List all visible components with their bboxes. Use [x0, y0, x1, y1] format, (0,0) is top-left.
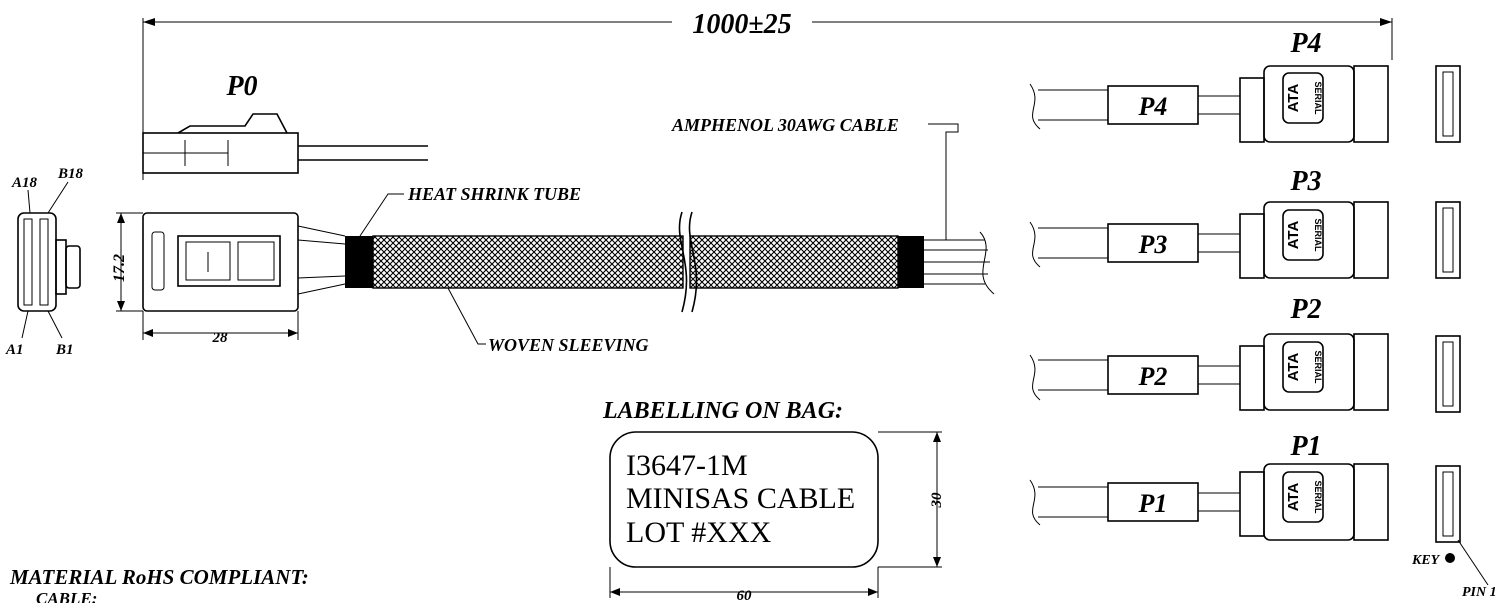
- cable-note: CABLE:: [36, 589, 97, 603]
- p1-top-label: P1: [1289, 431, 1321, 462]
- key-label: KEY: [1411, 553, 1441, 568]
- p0-label: P0: [225, 71, 257, 102]
- woven-sleeving-callout: WOVEN SLEEVING: [488, 335, 649, 355]
- p2-logo-serial: SERIAL: [1313, 350, 1323, 384]
- bag-label-line-2: MINISAS CABLE: [626, 482, 855, 515]
- bag-label-line-3: LOT #XXX: [626, 516, 772, 549]
- pin-a18-label: A18: [11, 175, 38, 191]
- overall-length-dimension: 1000±25: [142, 9, 1393, 180]
- label-height-dimension: 30: [929, 492, 945, 509]
- p4-logo-ata: ATA: [1285, 84, 1302, 113]
- pin-a1-label: A1: [5, 342, 24, 358]
- p4-cable-label: P4: [1138, 92, 1168, 121]
- p4-top-label: P4: [1289, 28, 1321, 59]
- pin-b18-label: B18: [57, 166, 84, 182]
- p1-logo-serial: SERIAL: [1313, 480, 1323, 514]
- p3-cable-label: P3: [1138, 230, 1168, 259]
- p2-top-label: P2: [1289, 294, 1321, 325]
- bag-label: LABELLING ON BAG: I3647-1M MINISAS CABLE…: [602, 398, 945, 603]
- bag-label-heading: LABELLING ON BAG:: [602, 398, 843, 424]
- p1-logo-ata: ATA: [1285, 483, 1302, 512]
- sata-connectors: P4 P4 ATA SERIAL P3 P3: [1029, 28, 1497, 600]
- sleeved-cable: [345, 211, 995, 313]
- sata-connector-p1: P1 P1 ATA SERIAL KEY PIN 1: [1029, 431, 1497, 600]
- material-note: MATERIAL RoHS COMPLIANT:: [9, 565, 309, 589]
- p2-logo-ata: ATA: [1285, 353, 1302, 382]
- sata-connector-p4: P4 P4 ATA SERIAL: [1029, 28, 1461, 143]
- overall-length-label: 1000±25: [692, 9, 791, 40]
- p3-top-label: P3: [1289, 166, 1321, 197]
- sata-connector-p3: P3 P3 ATA SERIAL: [1029, 166, 1461, 279]
- p4-logo-serial: SERIAL: [1313, 81, 1323, 115]
- p2-cable-label: P2: [1138, 362, 1168, 391]
- callouts: AMPHENOL 30AWG CABLE HEAT SHRINK TUBE WO…: [359, 115, 959, 355]
- p3-logo-serial: SERIAL: [1313, 218, 1323, 252]
- p1-cable-label: P1: [1138, 489, 1168, 518]
- connector-height-label: 17.2: [111, 254, 128, 282]
- mating-face-view: A18 B18 A1 B1: [5, 166, 84, 358]
- main-connector-top-view: 17.2 28: [111, 212, 346, 346]
- amphenol-cable-callout: AMPHENOL 30AWG CABLE: [671, 115, 899, 135]
- pin1-label: PIN 1: [1462, 585, 1497, 600]
- sata-connector-p2: P2 P2 ATA SERIAL: [1029, 294, 1461, 413]
- bag-label-line-1: I3647-1M: [626, 449, 748, 482]
- connector-width-label: 28: [212, 330, 229, 346]
- p3-logo-ata: ATA: [1285, 221, 1302, 250]
- material-notes: MATERIAL RoHS COMPLIANT: CABLE:: [9, 565, 309, 603]
- label-width-dimension: 60: [737, 588, 753, 603]
- p0-connector-side-view: P0: [142, 71, 428, 174]
- key-marker: [1445, 553, 1455, 563]
- pin-b1-label: B1: [55, 342, 74, 358]
- heat-shrink-callout: HEAT SHRINK TUBE: [407, 184, 581, 204]
